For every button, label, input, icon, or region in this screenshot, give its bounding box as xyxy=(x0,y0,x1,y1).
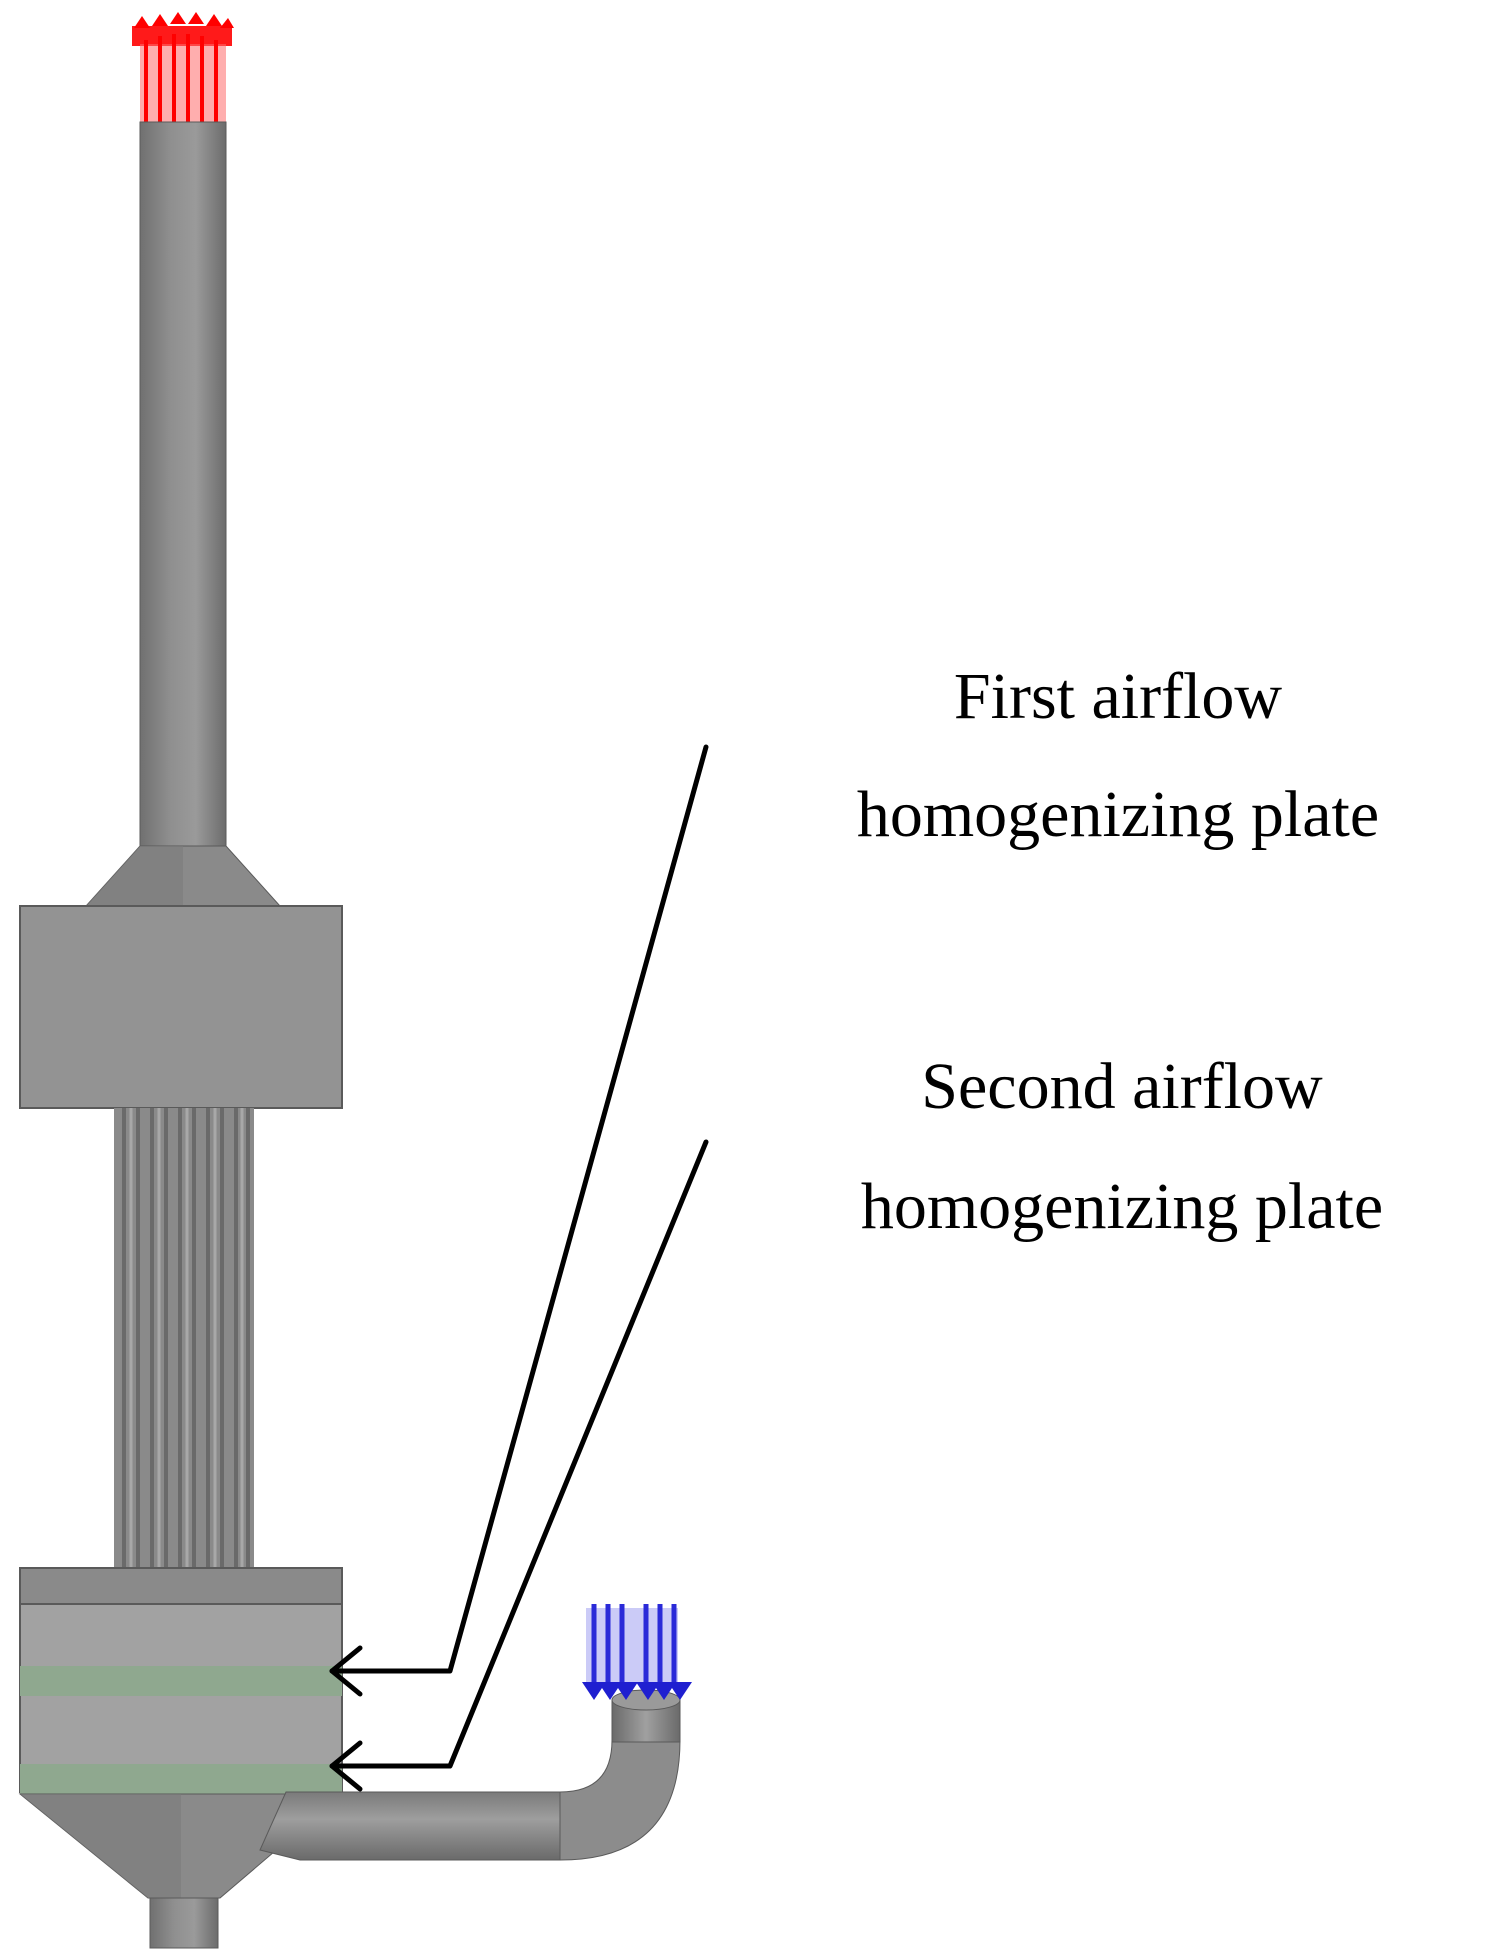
second-plate-leader xyxy=(329,1139,709,1792)
first-homogenizing-plate xyxy=(20,1666,342,1696)
second-plate-label-line1: Second airflow xyxy=(921,1050,1323,1123)
tube-bundle xyxy=(114,1108,254,1568)
second-plate-label-line2: homogenizing plate xyxy=(861,1170,1383,1243)
drain-outlet xyxy=(149,1897,219,1949)
exhaust-stack xyxy=(139,121,227,848)
inlet-pipe-horizontal xyxy=(259,1791,561,1861)
lower-chamber-top xyxy=(19,1567,343,1605)
lower-chamber xyxy=(19,1603,343,1793)
second-homogenizing-plate xyxy=(20,1764,342,1794)
inlet-flow-arrows xyxy=(582,1604,692,1700)
first-plate-label-line1: First airflow xyxy=(954,660,1282,733)
first-plate-leader xyxy=(329,744,709,1697)
first-plate-label-line2: homogenizing plate xyxy=(857,778,1379,851)
inlet-pipe-elbow xyxy=(559,1739,681,1861)
outlet-flow-arrows xyxy=(132,12,234,122)
upper-chamber xyxy=(19,905,343,1109)
